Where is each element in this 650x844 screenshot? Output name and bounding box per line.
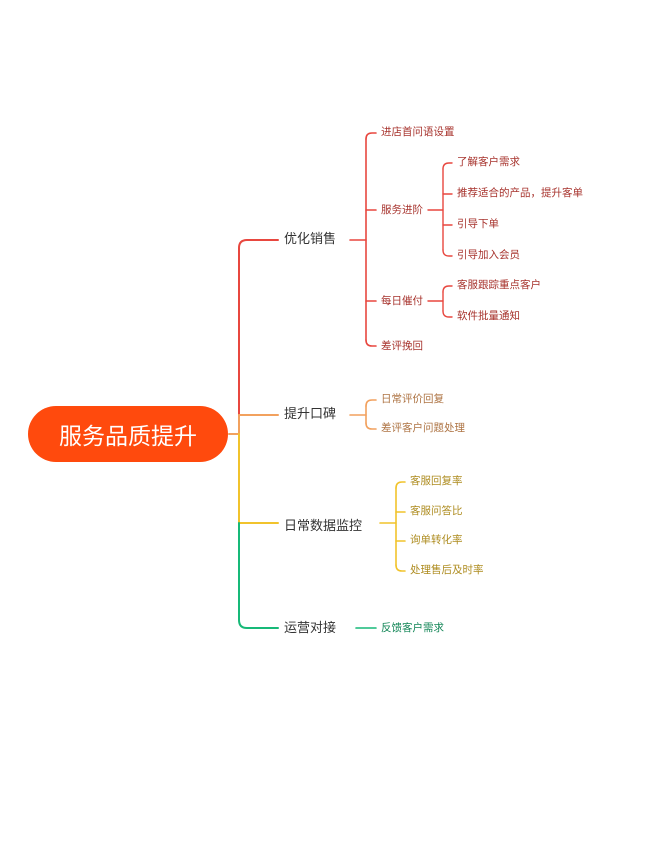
node-aftersale-timeliness[interactable]: 处理售后及时率 [410,564,484,576]
connector-line-16 [442,249,453,257]
node-conversion-rate[interactable]: 询单转化率 [410,534,463,546]
node-negative-review-recovery[interactable]: 差评挽回 [381,340,423,352]
connector-line-19 [442,285,453,293]
connector-line-30 [395,564,406,572]
connector-line-13 [442,162,453,170]
node-daily-payment-reminder[interactable]: 每日催付 [381,295,423,307]
node-qa-ratio[interactable]: 客服问答比 [410,505,463,517]
node-greeting-setup[interactable]: 进店首问语设置 [381,126,455,138]
node-understand-needs[interactable]: 了解客户需求 [457,156,520,168]
branch-optimize-sales[interactable]: 优化销售 [284,232,337,247]
branch-data-monitoring[interactable]: 日常数据监控 [284,519,363,534]
connector-line-23 [365,399,377,407]
node-negative-issue-handling[interactable]: 差评客户问题处理 [381,422,465,434]
connector-line-4 [238,433,279,524]
connector-line-10 [365,339,377,347]
connector-line-20 [442,310,453,318]
node-daily-review-reply[interactable]: 日常评价回复 [381,393,444,405]
branch-improve-reputation[interactable]: 提升口碑 [284,407,337,422]
connector-line-1 [238,239,279,435]
connector-line-5 [238,522,279,629]
connector-line-24 [365,422,377,430]
node-guide-order[interactable]: 引导下单 [457,218,499,230]
connector-line-7 [365,132,377,140]
node-track-key-customers[interactable]: 客服跟踪重点客户 [457,279,541,291]
node-service-advance[interactable]: 服务进阶 [381,204,423,216]
connector-line-27 [395,481,406,489]
branch-operations[interactable]: 运营对接 [284,621,337,636]
node-reply-rate[interactable]: 客服回复率 [410,475,463,487]
node-batch-notify[interactable]: 软件批量通知 [457,310,520,322]
node-guide-membership[interactable]: 引导加入会员 [457,249,520,261]
node-customer-feedback[interactable]: 反馈客户需求 [381,622,444,634]
node-recommend-products[interactable]: 推荐适合的产品，提升客单 [457,187,583,199]
root-node[interactable]: 服务品质提升 [28,406,228,462]
